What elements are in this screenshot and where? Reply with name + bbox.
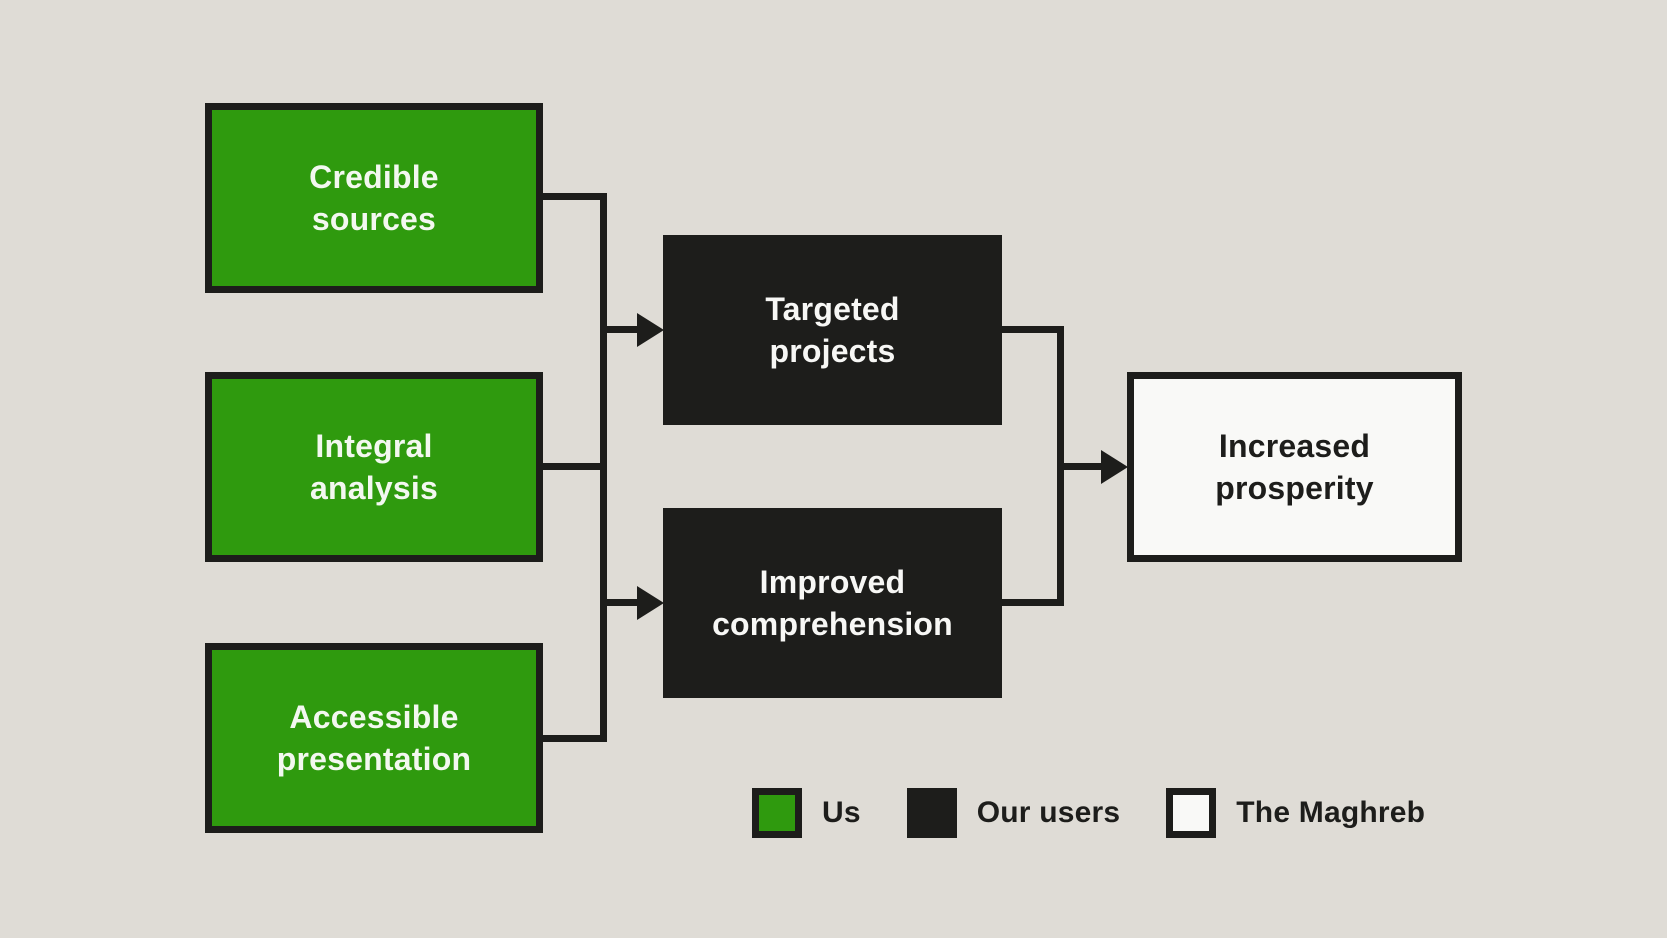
connector-targeted-stub [1002, 326, 1064, 333]
node-improved-comprehension-label: Improved comprehension [712, 563, 953, 642]
node-increased-prosperity-label: Increased prosperity [1215, 427, 1374, 506]
connector-credible-stub [543, 193, 607, 200]
legend-item-our-users: Our users [906, 788, 1121, 838]
connector-arrow-prosperity-line [1057, 463, 1102, 470]
legend-swatch-the-maghreb [1166, 788, 1217, 838]
node-accessible-presentation-label: Accessible presentation [276, 698, 472, 777]
node-integral-analysis-label: Integral analysis [310, 427, 438, 506]
legend-label-our-users: Our users [976, 796, 1121, 829]
node-improved-comprehension: Improved comprehension [663, 508, 1002, 698]
legend-item-us: Us [752, 788, 861, 838]
connector-accessible-stub [543, 735, 607, 742]
connector-improved-stub [1002, 599, 1064, 606]
arrowhead-prosperity-icon [1101, 450, 1128, 484]
arrowhead-improved-icon [637, 586, 664, 620]
legend-label-us: Us [822, 796, 861, 829]
legend-item-the-maghreb: The Maghreb [1166, 788, 1425, 838]
node-integral-analysis: Integral analysis [205, 372, 543, 562]
connector-integral-stub [543, 463, 607, 470]
connector-left-junction-vline [600, 193, 607, 742]
legend-swatch-us [752, 788, 802, 838]
legend: Us Our users The Maghreb [752, 788, 1425, 838]
connector-arrow-targeted-line [600, 326, 640, 333]
node-increased-prosperity: Increased prosperity [1127, 372, 1462, 562]
node-accessible-presentation: Accessible presentation [205, 643, 543, 833]
node-credible-sources: Credible sources [205, 103, 543, 293]
legend-label-the-maghreb: The Maghreb [1236, 796, 1426, 829]
legend-swatch-our-users [906, 788, 957, 838]
node-targeted-projects-label: Targeted projects [765, 290, 900, 369]
connector-arrow-improved-line [600, 599, 640, 606]
arrowhead-targeted-icon [637, 313, 664, 347]
node-targeted-projects: Targeted projects [663, 235, 1002, 425]
node-credible-sources-label: Credible sources [309, 158, 439, 237]
